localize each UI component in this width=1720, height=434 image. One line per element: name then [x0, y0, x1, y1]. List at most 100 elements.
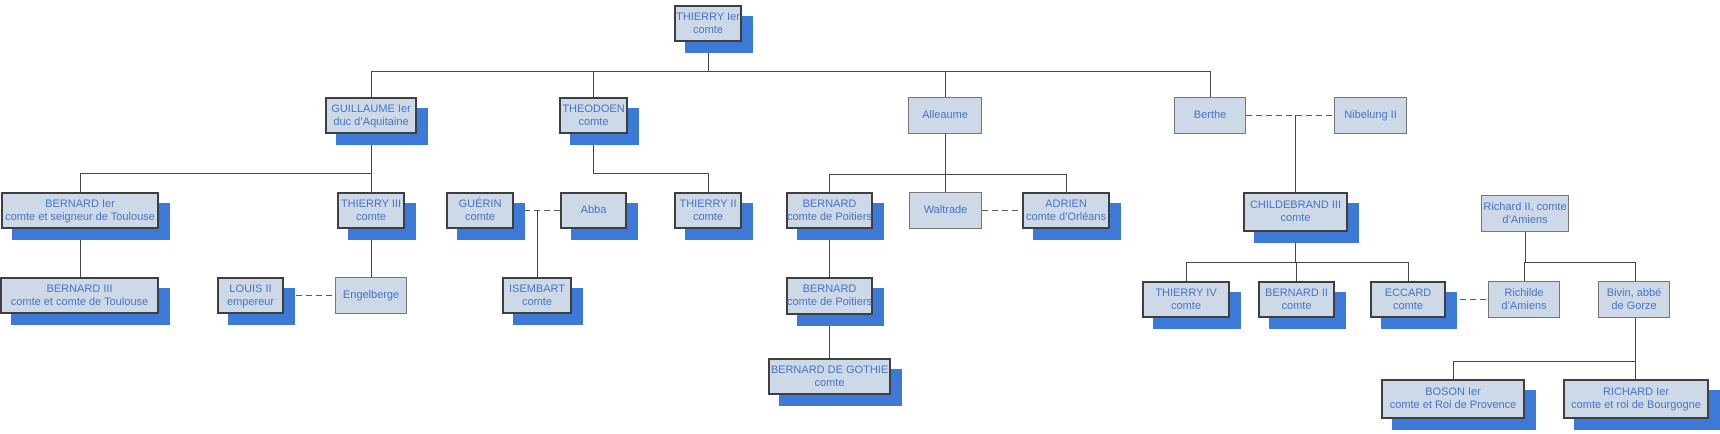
- person-title: duc d’Aquitaine: [333, 115, 409, 128]
- person-name: Engelberge: [342, 289, 400, 301]
- connector-line-descent: [1524, 262, 1635, 263]
- connector-line-descent: [371, 173, 372, 192]
- person-node-nibelung2[interactable]: Nibelung II: [1334, 97, 1407, 134]
- connector-line-descent: [1408, 262, 1409, 281]
- connector-line-descent: [371, 71, 372, 97]
- person-name: ADRIEN: [1045, 197, 1087, 210]
- connector-line-marriage: [286, 295, 335, 296]
- person-name: RICHARD Ier: [1602, 386, 1669, 398]
- connector-line-descent: [80, 173, 81, 192]
- connector-line-descent: [371, 134, 372, 173]
- connector-line-descent: [829, 174, 830, 192]
- person-title: de Gorze: [1611, 299, 1657, 312]
- connector-line-descent: [1525, 232, 1526, 262]
- person-title: comte et Roi de Provence: [1389, 399, 1517, 411]
- person-title: empereur: [226, 295, 275, 308]
- person-name: BERNARD III: [46, 282, 113, 295]
- person-name: GUÉRIN: [458, 197, 502, 210]
- person-node-alleaume[interactable]: Alleaume: [908, 97, 982, 134]
- person-name: Richilde: [1504, 286, 1544, 299]
- person-name: Berthe: [1193, 109, 1227, 121]
- person-node-engelberge[interactable]: Engelberge: [335, 277, 407, 314]
- person-name: LOUIS II: [229, 282, 272, 295]
- person-title: comte: [522, 295, 552, 308]
- person-name: BERNARD: [802, 197, 857, 210]
- connector-line-descent: [1453, 361, 1635, 362]
- connector-line-descent: [593, 134, 594, 173]
- person-title: comte: [693, 210, 723, 223]
- connector-line-descent: [1453, 361, 1454, 379]
- person-name: GUILLAUME Ier: [331, 102, 411, 115]
- person-title: comte et roi de Bourgogne: [1571, 399, 1701, 411]
- person-title: comte: [1280, 212, 1311, 224]
- person-name: Waltrade: [923, 204, 968, 216]
- person-name: THIERRY IV: [1155, 286, 1217, 299]
- connector-line-descent: [1066, 174, 1067, 192]
- connector-line-descent: [945, 134, 946, 174]
- person-title: d’Amiens: [1502, 213, 1548, 226]
- person-title: comte: [578, 115, 609, 128]
- connector-line-descent: [1635, 361, 1636, 379]
- person-name: ECCARD: [1384, 286, 1432, 299]
- connector-line-descent: [829, 315, 830, 358]
- person-name: CHILDEBRAND III: [1249, 199, 1342, 211]
- person-node-waltrade[interactable]: Waltrade: [909, 192, 982, 229]
- person-name: Bivin, abbé: [1606, 286, 1662, 299]
- connector-line-descent: [537, 210, 538, 277]
- person-name: Nibelung II: [1344, 109, 1397, 121]
- person-name: ISEMBART: [508, 282, 566, 295]
- connector-line-descent: [829, 174, 1066, 175]
- connector-line-descent: [1524, 262, 1525, 281]
- person-title: comte: [356, 210, 386, 223]
- person-name: BERNARD: [802, 283, 857, 295]
- connector-line-descent: [1186, 262, 1187, 281]
- person-title: comte d’Orléans: [1025, 210, 1107, 223]
- connector-line-descent: [1296, 262, 1297, 281]
- person-name: Alleaume: [922, 109, 968, 121]
- person-title: comte: [1281, 299, 1312, 312]
- person-name: BOSON Ier: [1425, 386, 1481, 398]
- person-title: comte: [465, 210, 495, 223]
- person-node-berthe[interactable]: Berthe: [1174, 97, 1246, 134]
- person-name: THIERRY Ier: [676, 10, 740, 23]
- person-title: comte de Poitiers: [787, 210, 872, 223]
- connector-line-descent: [945, 174, 946, 192]
- person-name: BERNARD DE GOTHIE: [770, 363, 889, 376]
- person-node-abba[interactable]: Abba: [560, 192, 627, 229]
- person-title: comte: [693, 23, 723, 36]
- person-title: comte et seigneur de Toulouse: [5, 210, 155, 223]
- person-title: comte et comte de Toulouse: [10, 295, 149, 308]
- person-title: d’Amiens: [1501, 299, 1547, 312]
- person-name: THIERRY III: [340, 197, 402, 210]
- connector-line-descent: [945, 71, 946, 97]
- person-name: BERNARD II: [1265, 286, 1328, 299]
- connector-line-descent: [593, 173, 708, 174]
- person-name: Abba: [580, 204, 607, 216]
- connector-line-marriage: [982, 210, 1022, 211]
- connector-line-marriage: [1246, 115, 1334, 116]
